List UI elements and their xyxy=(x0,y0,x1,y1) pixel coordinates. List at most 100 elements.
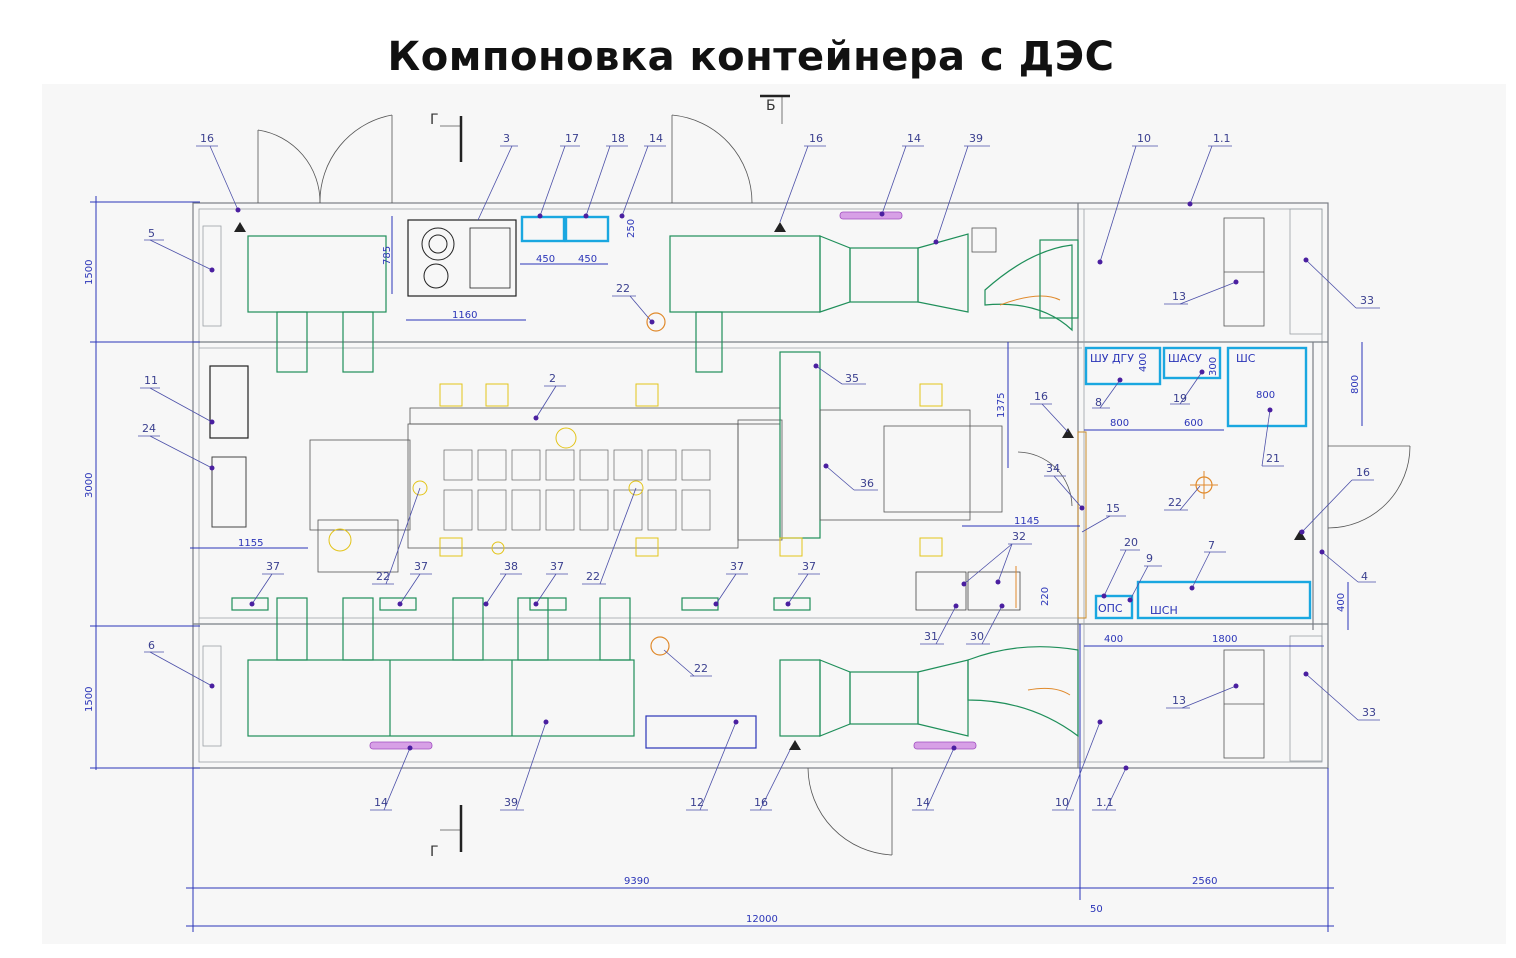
callout-16: 16 xyxy=(754,796,768,809)
cabinet-shasu-label: ШАСУ xyxy=(1168,352,1202,365)
dim-1375: 1375 xyxy=(996,393,1007,418)
callout-39: 39 xyxy=(504,796,518,809)
callout-37: 37 xyxy=(266,560,280,573)
doors xyxy=(257,114,1411,856)
callout-9: 9 xyxy=(1146,552,1153,565)
callout-14: 14 xyxy=(916,796,930,809)
callout-37: 37 xyxy=(414,560,428,573)
callouts: 16 3 17 18 14 16 14 39 10 1.1 5 22 13 33… xyxy=(138,132,1380,811)
cabinet-shs-label: ШС xyxy=(1236,352,1256,365)
callout-6: 6 xyxy=(148,639,155,652)
callout-22: 22 xyxy=(586,570,600,583)
cabinet-shsn xyxy=(1136,580,1312,620)
cabinet-shu-dgu-label: ШУ ДГУ xyxy=(1090,352,1134,365)
cabinet-shsn-label: ШСН xyxy=(1150,604,1178,617)
callout-30: 30 xyxy=(970,630,984,643)
callout-13: 13 xyxy=(1172,290,1186,303)
callout-22: 22 xyxy=(376,570,390,583)
dim-1800: 1800 xyxy=(1212,634,1237,645)
callout-22: 22 xyxy=(616,282,630,295)
bottom-compartment xyxy=(247,597,1265,759)
dim-800-right: 800 xyxy=(1350,375,1361,394)
control-room: ШУ ДГУ ШАСУ ШС ОПС ШСН xyxy=(1062,346,1312,620)
dim-50: 50 xyxy=(1090,904,1103,915)
callout-24: 24 xyxy=(142,422,156,435)
box-30 xyxy=(967,571,1021,611)
engine-room xyxy=(209,312,1218,656)
callout-20: 20 xyxy=(1124,536,1138,549)
dim-1500-top: 1500 xyxy=(84,260,95,285)
box-31 xyxy=(915,571,967,611)
wall-15 xyxy=(1077,431,1087,619)
dim-1155: 1155 xyxy=(238,538,263,549)
callout-15: 15 xyxy=(1106,502,1120,515)
callout-31: 31 xyxy=(924,630,938,643)
panel-11 xyxy=(209,365,249,439)
callout-5: 5 xyxy=(148,227,155,240)
dim-3000: 3000 xyxy=(84,473,95,498)
callout-32: 32 xyxy=(1012,530,1026,543)
dim-12000: 12000 xyxy=(746,914,778,925)
dim-300: 300 xyxy=(1208,357,1219,376)
dim-2560: 2560 xyxy=(1192,876,1217,887)
dim-1160: 1160 xyxy=(452,310,477,321)
callout-13: 13 xyxy=(1172,694,1186,707)
callout-38: 38 xyxy=(504,560,518,573)
callout-1-1: 1.1 xyxy=(1096,796,1114,809)
dim-785: 785 xyxy=(382,246,393,265)
callout-1-1: 1.1 xyxy=(1213,132,1231,145)
callout-16: 16 xyxy=(200,132,214,145)
heater-14-bottom-a xyxy=(369,741,433,750)
dim-1500-bottom: 1500 xyxy=(84,687,95,712)
callout-16: 16 xyxy=(809,132,823,145)
callout-14: 14 xyxy=(907,132,921,145)
dim-220: 220 xyxy=(1040,587,1051,606)
callout-16: 16 xyxy=(1356,466,1370,479)
radiator-39 xyxy=(247,659,635,737)
outer-wall xyxy=(192,202,1329,769)
section-b: Б xyxy=(766,98,776,114)
callout-10: 10 xyxy=(1055,796,1069,809)
cabinet-shu-dgu xyxy=(1084,346,1162,386)
callout-37: 37 xyxy=(802,560,816,573)
container-layout-drawing: Г Г Б xyxy=(84,94,1411,932)
callout-18: 18 xyxy=(611,132,625,145)
panel-24 xyxy=(211,456,247,528)
callout-33: 33 xyxy=(1360,294,1374,307)
dim-400-ops: 400 xyxy=(1104,634,1123,645)
engine-block xyxy=(407,423,739,549)
cabinet-shs xyxy=(1226,346,1308,428)
callout-17: 17 xyxy=(565,132,579,145)
callout-16: 16 xyxy=(1034,390,1048,403)
heater-14-bottom-b xyxy=(913,741,977,750)
drawing-sheet: Г Г Б xyxy=(42,84,1506,944)
callout-37: 37 xyxy=(730,560,744,573)
engine-frame-top xyxy=(409,407,781,425)
callout-34: 34 xyxy=(1046,462,1060,475)
cabinet-ops xyxy=(1094,594,1134,620)
callout-11: 11 xyxy=(144,374,158,387)
callout-12: 12 xyxy=(690,796,704,809)
callout-22: 22 xyxy=(1168,496,1182,509)
callout-7: 7 xyxy=(1208,539,1215,552)
section-marks: Г Г Б xyxy=(430,94,790,860)
callout-3: 3 xyxy=(503,132,510,145)
dim-450b: 450 xyxy=(578,254,597,265)
heater-14-top xyxy=(839,211,903,220)
page-title: Компоновка контейнера с ДЭС xyxy=(387,34,1115,80)
dimension-lines: 1500 3000 1500 785 1160 450 450 250 1155… xyxy=(84,196,1363,932)
callout-19: 19 xyxy=(1173,392,1187,405)
dim-800-shs: 800 xyxy=(1256,390,1275,401)
section-g-top: Г xyxy=(430,112,439,128)
box-18 xyxy=(564,215,610,243)
dim-250: 250 xyxy=(626,219,637,238)
dim-800-dgu: 800 xyxy=(1110,418,1129,429)
tank-12 xyxy=(645,715,757,749)
callout-22: 22 xyxy=(694,662,708,675)
section-g-bottom: Г xyxy=(430,844,439,860)
top-compartment xyxy=(234,211,1265,373)
container-walls xyxy=(192,202,1329,769)
callout-35: 35 xyxy=(845,372,859,385)
dim-400-right: 400 xyxy=(1336,593,1347,612)
callout-36: 36 xyxy=(860,477,874,490)
